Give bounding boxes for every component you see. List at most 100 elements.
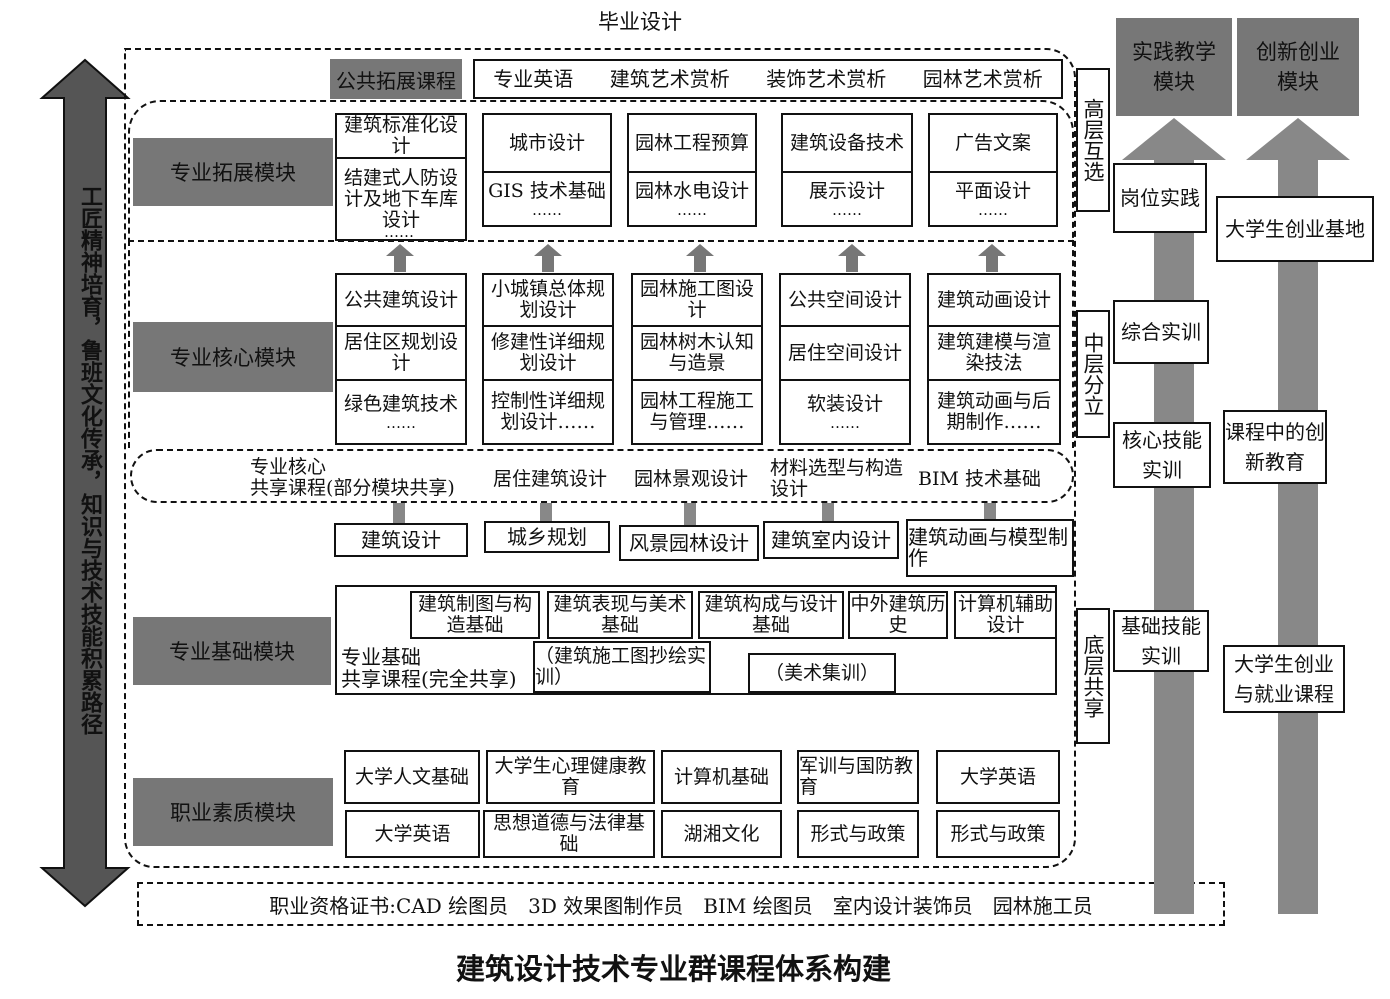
- expand-course: 展示设计: [808, 179, 885, 202]
- major-box: 建筑动画与模型制作: [906, 519, 1074, 577]
- public-ext-courses: 专业英语 建筑艺术赏析 装饰艺术赏析 园林艺术赏析: [473, 59, 1063, 99]
- core-column: 建筑动画设计 建筑建模与渲染技法 建筑动画与后期制作……: [927, 273, 1061, 445]
- core-course: 建筑动画设计: [929, 275, 1059, 327]
- quality-course: 大学生心理健康教育: [486, 750, 655, 804]
- innovation-item: 大学生创业基地: [1216, 196, 1374, 262]
- basic-shared-label-line1: 专业基础: [341, 645, 421, 669]
- basic-shared-label: 专业基础 共享课程(完全共享): [341, 646, 517, 690]
- expand-course: 结建式人防设计及地下车库设计: [343, 166, 458, 231]
- expand-more: ……: [384, 223, 414, 241]
- quality-course: 计算机基础: [661, 750, 782, 804]
- quality-course: 大学英语: [936, 750, 1060, 804]
- core-course: 园林树木认知与造景: [633, 327, 761, 381]
- curriculum-outer-frame: [124, 48, 1076, 868]
- quality-course: 湖湘文化: [661, 810, 782, 858]
- core-course: 园林施工图设计: [633, 275, 761, 327]
- basic-course: 中外建筑历史: [848, 591, 948, 639]
- innovation-item: 课程中的创新教育: [1223, 410, 1327, 484]
- layer-label-top: 高层互选: [1076, 68, 1110, 212]
- connector: [822, 503, 834, 523]
- core-column: 园林施工图设计 园林树木认知与造景 园林工程施工与管理……: [631, 273, 763, 445]
- shared-core-label-line2: 共享课程(部分模块共享): [250, 477, 455, 499]
- knowledge-path-double-arrow: [39, 58, 131, 908]
- practice-item: 综合实训: [1113, 300, 1209, 364]
- expand-course: 城市设计: [484, 115, 610, 173]
- major-box: 建筑室内设计: [763, 521, 899, 559]
- practice-item: 基础技能实训: [1113, 610, 1209, 672]
- core-column: 公共建筑设计 居住区规划设计 绿色建筑技术 ……: [335, 273, 467, 445]
- quality-course: 军训与国防教育: [797, 750, 919, 804]
- module-label-core: 专业核心模块: [133, 322, 333, 392]
- expand-course: 建筑设备技术: [783, 115, 911, 173]
- core-course: 绿色建筑技术: [343, 392, 458, 415]
- basic-course: 建筑构成与设计基础: [698, 591, 844, 639]
- core-more: ……: [386, 413, 416, 432]
- expand-column: 园林工程预算 园林水电设计 ……: [627, 113, 757, 227]
- graduation-design-label: 毕业设计: [598, 10, 682, 34]
- expand-course: 平面设计: [954, 179, 1031, 202]
- core-column: 小城镇总体规划设计 修建性详细规划设计 控制性详细规划设计……: [482, 273, 614, 445]
- figure-caption: 建筑设计技术专业群课程体系构建: [456, 952, 892, 986]
- core-column: 公共空间设计 居住空间设计 软装设计 ……: [779, 273, 911, 445]
- knowledge-path-text: 工匠精神培育，鲁班文化传承，知识与技术技能积累路径: [77, 185, 103, 735]
- quality-course: 形式与政策: [797, 810, 919, 858]
- public-ext-course: 专业英语: [493, 66, 574, 91]
- expand-course: 园林水电设计: [634, 179, 749, 202]
- quality-course: 思想道德与法律基础: [483, 810, 655, 858]
- innovation-module-title: 创新创业模块: [1237, 18, 1359, 116]
- major-box: 风景园林设计: [619, 525, 759, 561]
- core-course: 建筑动画与后期制作……: [936, 390, 1051, 433]
- module-label-basic: 专业基础模块: [133, 617, 331, 685]
- basic-practice: （建筑施工图抄绘实训）: [533, 641, 711, 693]
- basic-shared-label-line2: 共享课程(完全共享): [341, 667, 517, 691]
- major-box: 建筑设计: [334, 523, 468, 557]
- shared-core-label: 专业核心 共享课程(部分模块共享): [250, 457, 455, 499]
- expand-course: 广告文案: [930, 115, 1056, 173]
- expand-more: ……: [532, 200, 562, 219]
- core-course: 软装设计: [806, 392, 883, 415]
- shared-core-course: 居住建筑设计: [493, 468, 608, 490]
- core-course: 控制性详细规划设计……: [490, 390, 605, 433]
- expand-course: 建筑标准化设计: [337, 115, 465, 159]
- quality-course: 形式与政策: [936, 810, 1060, 858]
- expand-column: 建筑设备技术 展示设计 ……: [781, 113, 913, 227]
- public-ext-label: 公共拓展课程: [330, 59, 462, 99]
- basic-practice: （美术集训）: [748, 653, 896, 693]
- certificates-frame: 职业资格证书:CAD 绘图员 3D 效果图制作员 BIM 绘图员 室内设计装饰员…: [137, 882, 1225, 926]
- connector: [984, 503, 996, 521]
- layer-label-middle: 中层分立: [1076, 310, 1110, 438]
- core-course: 修建性详细规划设计: [484, 327, 612, 381]
- expand-column: 广告文案 平面设计 ……: [928, 113, 1058, 227]
- module-label-quality: 职业素质模块: [133, 778, 333, 846]
- connector: [684, 503, 696, 525]
- connector: [540, 503, 552, 523]
- certificates-text: 职业资格证书:CAD 绘图员 3D 效果图制作员 BIM 绘图员 室内设计装饰员…: [269, 893, 1093, 918]
- practice-module-title: 实践教学模块: [1116, 18, 1232, 116]
- core-course: 建筑建模与渲染技法: [929, 327, 1059, 381]
- expand-more: ……: [677, 200, 707, 219]
- shared-core-label-line1: 专业核心: [250, 456, 327, 478]
- basic-course: 建筑制图与构造基础: [410, 591, 540, 639]
- core-course: 公共空间设计: [781, 275, 909, 327]
- core-more: ……: [830, 413, 860, 432]
- core-course: 公共建筑设计: [337, 275, 465, 327]
- innovation-item: 大学生创业与就业课程: [1223, 645, 1345, 713]
- core-course: 园林工程施工与管理……: [639, 390, 754, 433]
- expand-more: ……: [978, 200, 1008, 219]
- shared-core-course: 园林景观设计: [634, 468, 749, 490]
- expand-course: 园林工程预算: [629, 115, 755, 173]
- up-arrows-core-to-expand: [386, 244, 1006, 272]
- practice-item: 岗位实践: [1113, 163, 1207, 233]
- core-course: 小城镇总体规划设计: [484, 275, 612, 327]
- expand-column: 城市设计 GIS 技术基础 ……: [482, 113, 612, 227]
- core-course: 居住空间设计: [781, 327, 909, 381]
- shared-core-ellipse: [130, 449, 1074, 503]
- public-ext-course: 装饰艺术赏析: [766, 66, 887, 91]
- major-box: 城乡规划: [484, 521, 610, 553]
- core-module-frame: [128, 240, 1074, 448]
- core-course: 居住区规划设计: [337, 327, 465, 381]
- expand-column: 建筑标准化设计 结建式人防设计及地下车库设计: [335, 113, 467, 241]
- practice-up-arrow: [1122, 118, 1226, 914]
- practice-item: 核心技能实训: [1113, 422, 1211, 488]
- shared-core-course: BIM 技术基础: [918, 468, 1041, 490]
